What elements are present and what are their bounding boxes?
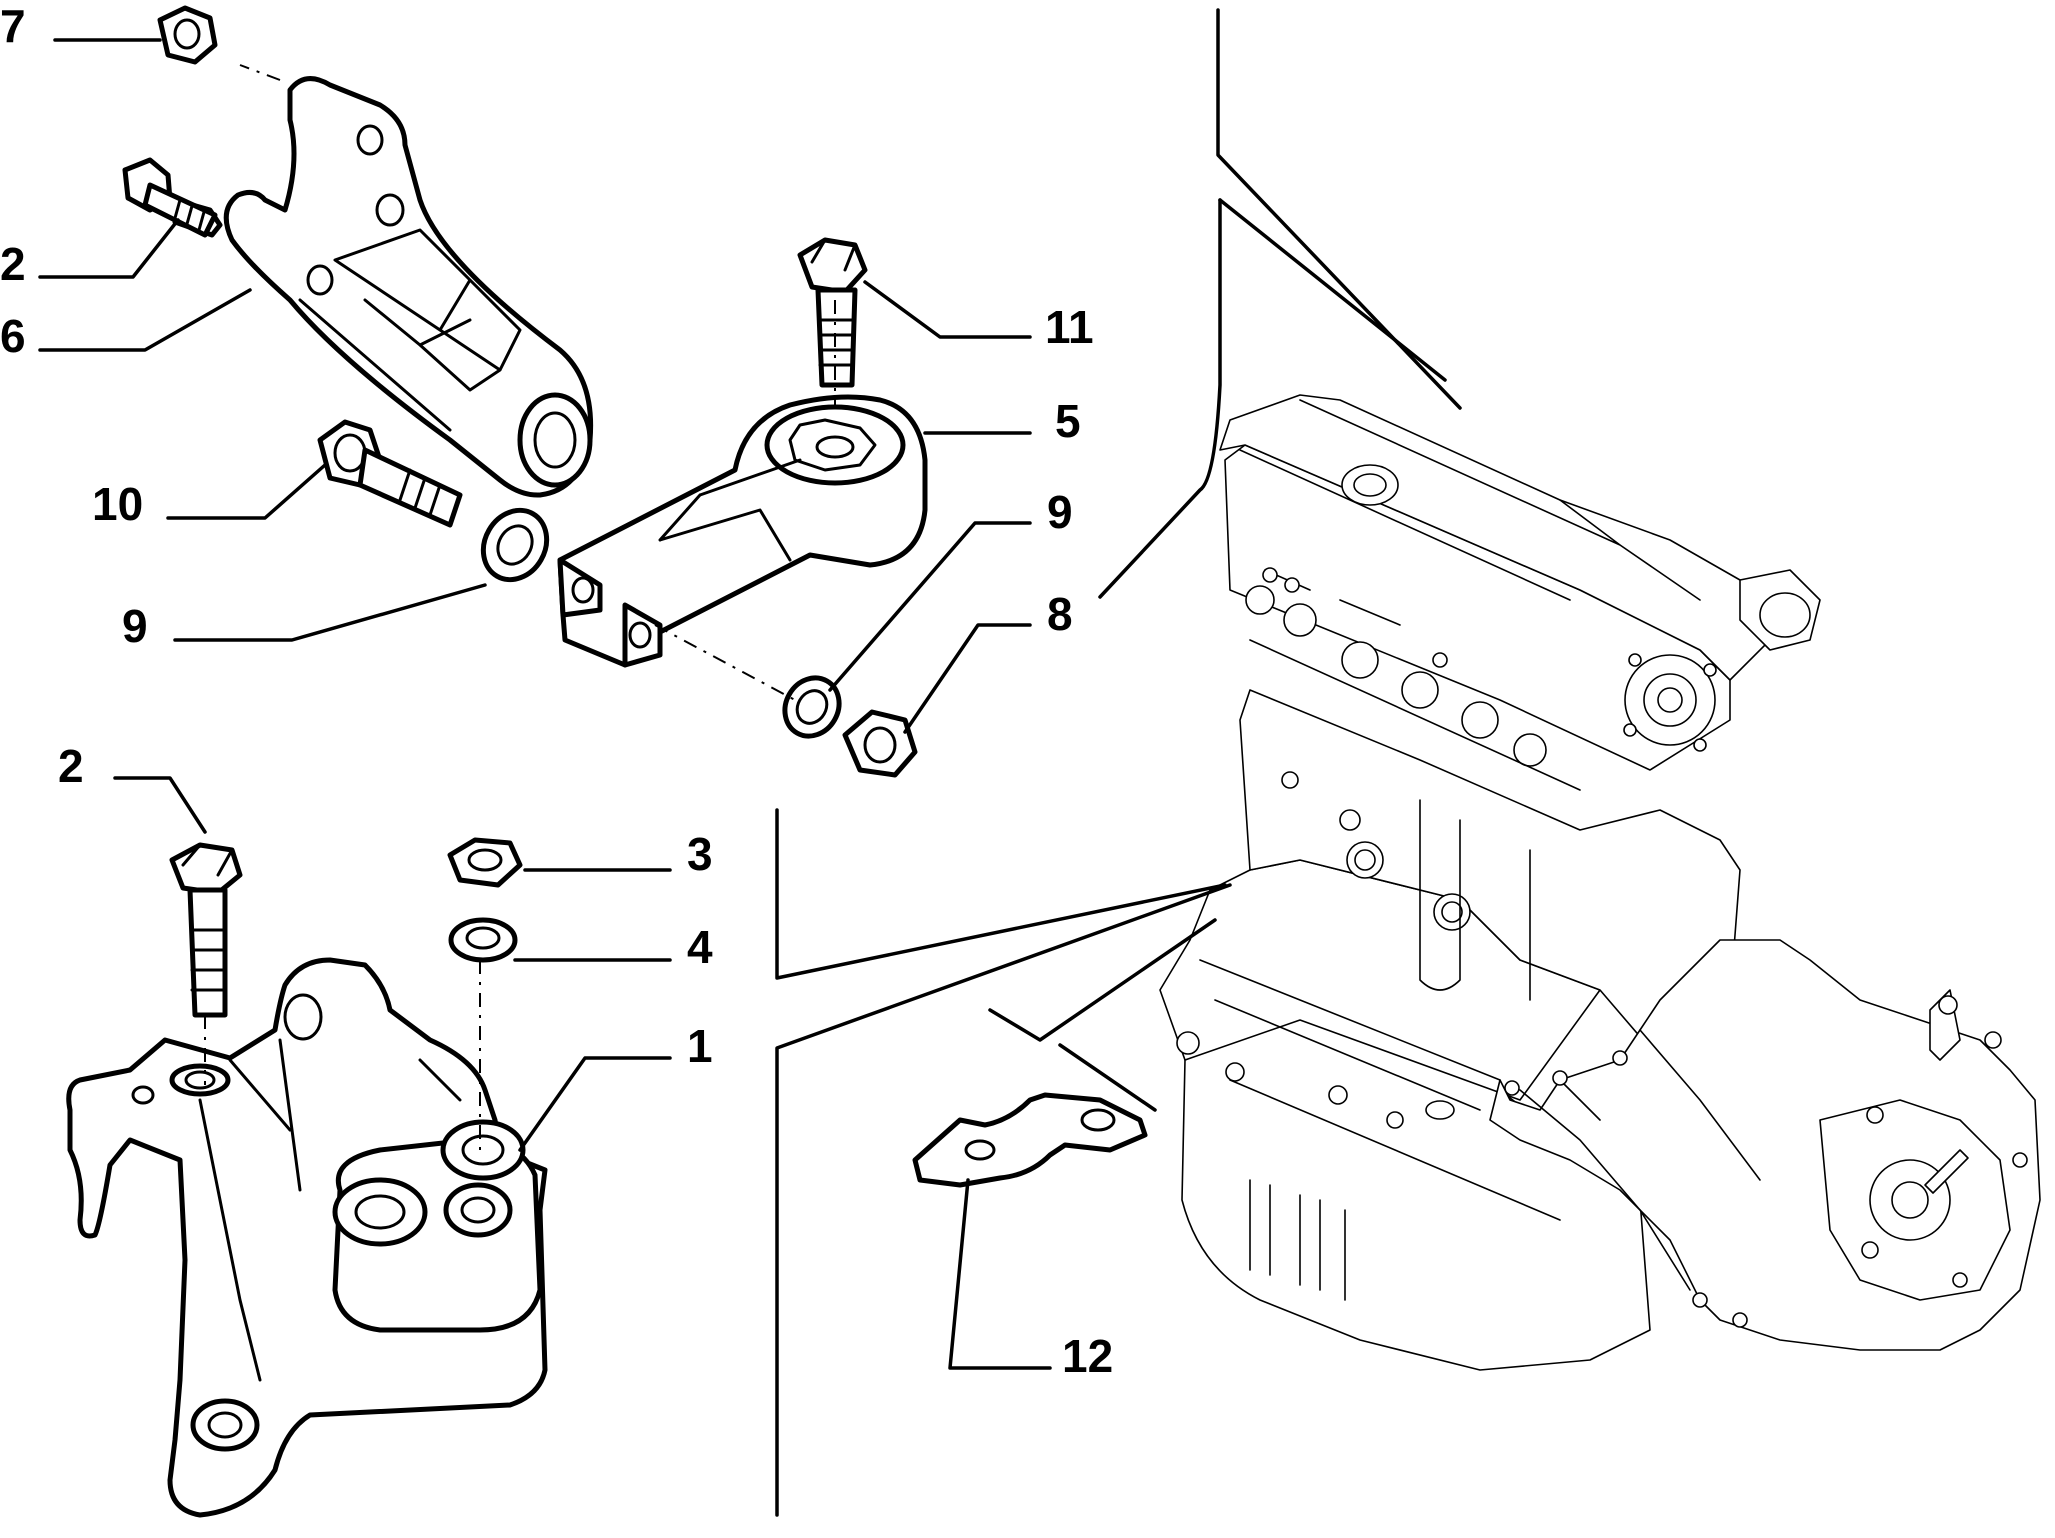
callout-9-right: 9 xyxy=(1047,486,1073,538)
part-6-bracket xyxy=(223,76,594,498)
callout-3: 3 xyxy=(687,828,713,880)
part-9-washer-left xyxy=(480,507,550,583)
assembly-axis-lines xyxy=(204,64,836,1150)
callout-leader-lines xyxy=(38,38,1052,1370)
part-1-engine-mount xyxy=(66,957,548,1518)
part-3-nut xyxy=(447,837,523,888)
callout-2-upper: 2 xyxy=(0,238,26,290)
part-11-bolt xyxy=(797,237,868,388)
callout-12: 12 xyxy=(1062,1330,1113,1382)
callout-2-lower: 2 xyxy=(58,740,84,792)
callout-1: 1 xyxy=(687,1020,713,1072)
part-9-washer-right xyxy=(782,675,842,739)
part-10-bolt xyxy=(317,419,463,528)
part-4-washer xyxy=(448,917,518,963)
callout-4: 4 xyxy=(687,921,713,973)
callout-7: 7 xyxy=(0,0,26,52)
engine-gearbox-assembly xyxy=(1159,394,2041,1371)
part-12-shim-plate xyxy=(912,1092,1148,1188)
callout-labels: 7 2 6 10 9 11 5 9 8 2 3 4 1 12 xyxy=(0,0,1113,1382)
part-5-torque-rod xyxy=(557,394,928,668)
callout-11: 11 xyxy=(1045,301,1094,353)
section-reference-lines xyxy=(775,8,1462,1517)
part-7-nut xyxy=(157,5,218,65)
callout-6: 6 xyxy=(0,310,26,362)
part-2-bolt-upper xyxy=(122,157,223,238)
part-8-nut xyxy=(842,709,918,778)
callout-10: 10 xyxy=(92,478,143,530)
callout-8: 8 xyxy=(1047,588,1073,640)
callout-5: 5 xyxy=(1055,395,1081,447)
part-2-bolt-lower xyxy=(169,842,243,1018)
callout-9-left: 9 xyxy=(122,600,148,652)
